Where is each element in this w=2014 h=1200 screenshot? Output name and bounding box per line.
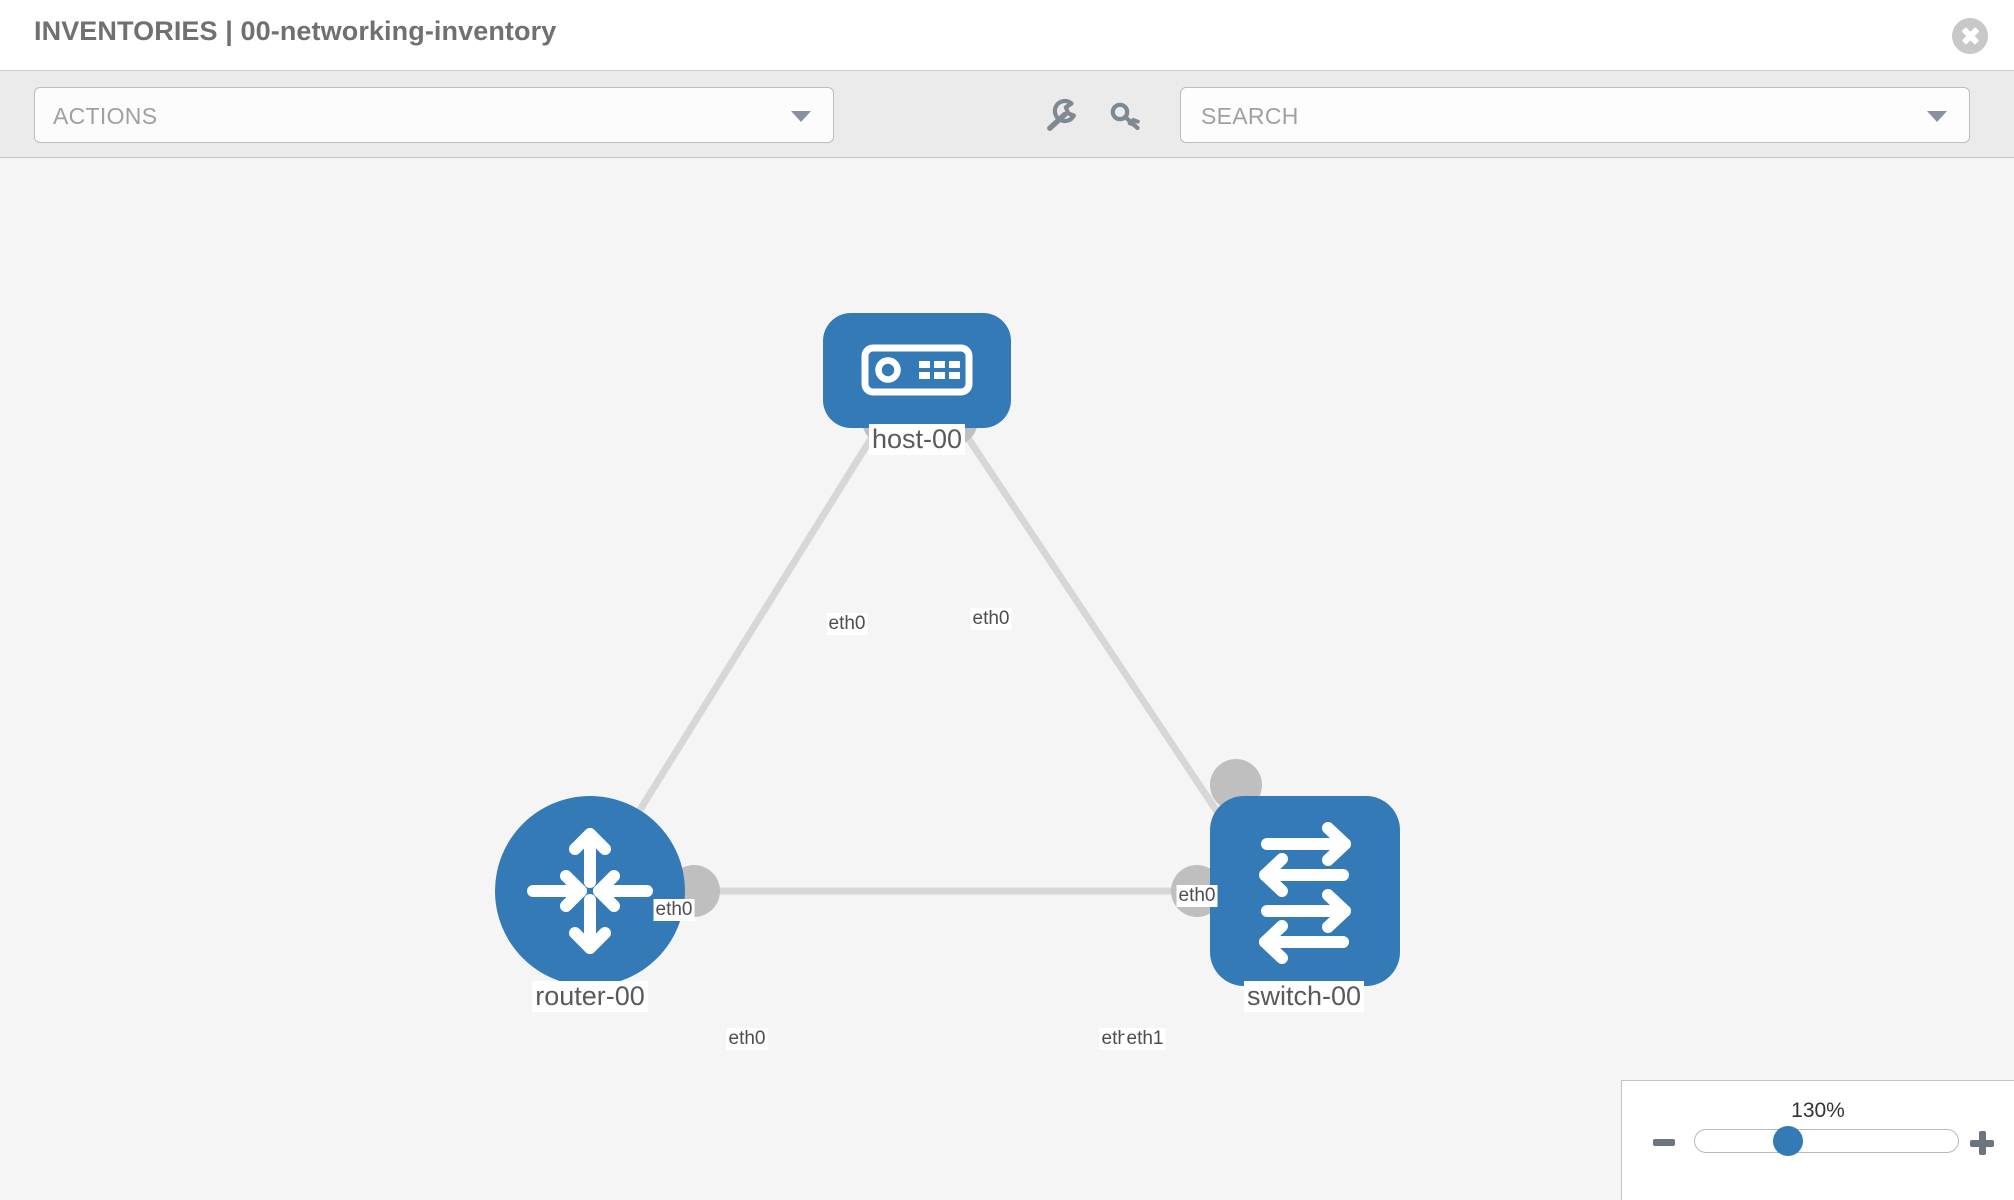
topology-graph: [495, 313, 1400, 986]
page-title: INVENTORIES | 00-networking-inventory: [34, 16, 557, 46]
server-host-icon: [861, 344, 973, 396]
plus-icon-vertical: [1978, 1131, 1986, 1155]
app-header: INVENTORIES | 00-networking-inventory: [0, 0, 2014, 70]
link-host00-switch00: [945, 406, 1251, 860]
search-input[interactable]: [1199, 88, 1903, 144]
router-arrows-icon: [527, 828, 653, 954]
zoom-slider[interactable]: [1694, 1129, 1959, 1153]
zoom-slider-thumb[interactable]: [1773, 1126, 1803, 1156]
node-label-host-00: host-00: [868, 424, 966, 455]
iface-label-switch00-to-host00: eth0: [1176, 885, 1218, 907]
iface-label-router00-to-switch00: eth0: [726, 1028, 768, 1050]
iface-label-switch00-to-router00: eth1: [1124, 1028, 1166, 1050]
plus-icon[interactable]: [1970, 1131, 1994, 1155]
link-group: [607, 406, 1255, 895]
node-host-00: [823, 313, 1011, 428]
zoom-control-panel: 130%: [1621, 1080, 2014, 1200]
actions-dropdown-label: ACTIONS: [53, 103, 158, 129]
iface-label-host00-to-switch00: eth0: [970, 608, 1012, 630]
node-router-00: [495, 796, 685, 986]
topology-canvas[interactable]: host-00 router-00 switch-00 eth0 eth0 et…: [0, 158, 2014, 1200]
search-chevron-down-icon[interactable]: [1927, 111, 1947, 122]
wrench-icon[interactable]: [1040, 97, 1080, 137]
toolbar: ACTIONS: [0, 70, 2014, 158]
minus-icon[interactable]: [1653, 1139, 1675, 1146]
zoom-level-label: 130%: [1791, 1099, 1845, 1122]
search-field-wrapper[interactable]: [1180, 87, 1970, 144]
key-icon[interactable]: [1106, 97, 1146, 137]
switch-arrows-icon: [1259, 822, 1351, 964]
node-label-switch-00: switch-00: [1243, 981, 1365, 1012]
chevron-down-icon: [791, 111, 811, 122]
actions-dropdown[interactable]: ACTIONS: [34, 87, 834, 143]
interface-endpoint-group: [608, 394, 1262, 917]
iface-label-host00-to-router00: eth0: [826, 613, 868, 635]
close-icon[interactable]: [1952, 18, 1988, 54]
toolbar-icon-group: [1040, 87, 1180, 143]
node-label-router-00: router-00: [532, 981, 648, 1012]
node-switch-00: [1210, 796, 1400, 986]
link-host00-router00: [607, 406, 893, 860]
iface-label-router00-to-host00: eth0: [653, 899, 695, 921]
